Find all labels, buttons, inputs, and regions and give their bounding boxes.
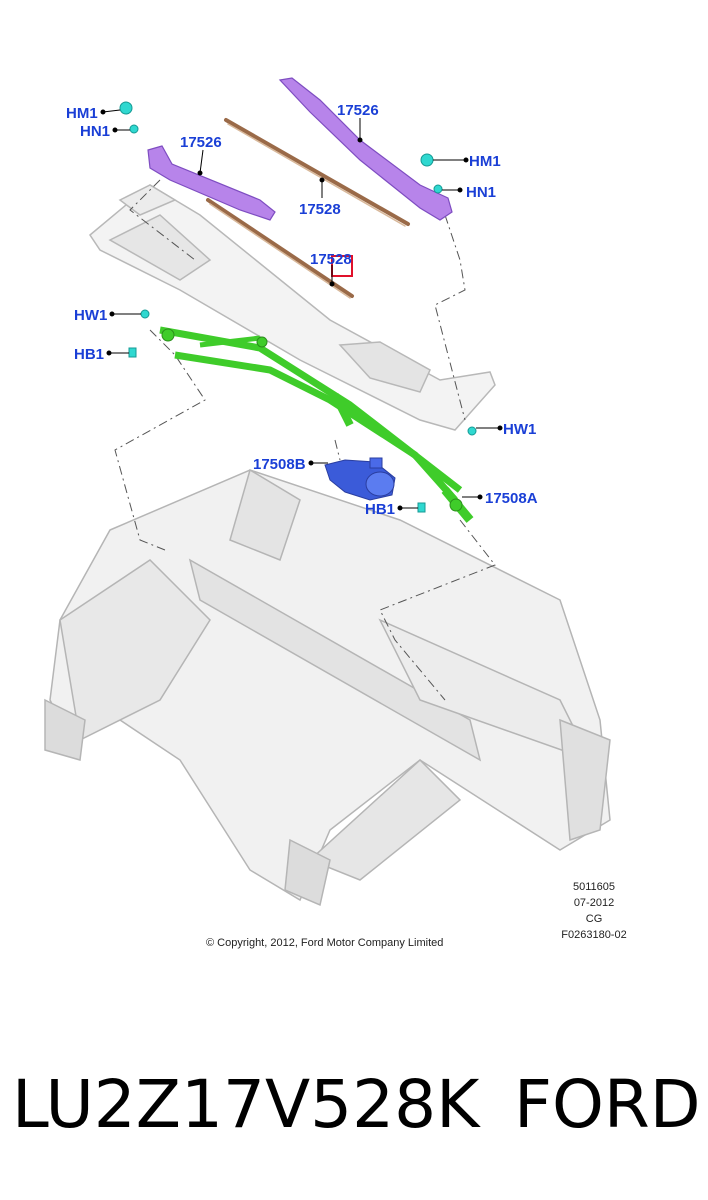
nut-icon xyxy=(433,184,443,194)
callout-hm1-left: HM1 xyxy=(66,105,98,122)
meta-line-1: 5011605 xyxy=(573,881,615,893)
bolt-icon xyxy=(128,347,137,358)
assembly-leader-lines xyxy=(114,179,496,701)
washer-icon xyxy=(467,426,477,436)
meta-line-4: F0263180-02 xyxy=(561,929,626,941)
wiper-arms xyxy=(147,77,453,221)
callout-hn1-right: HN1 xyxy=(466,184,496,201)
callout-hw1-left: HW1 xyxy=(74,307,107,324)
callout-wiper-blade-lower: 17528 xyxy=(310,251,352,268)
callout-hn1-left: HN1 xyxy=(80,123,110,140)
exploded-parts-diagram: HM1 HN1 17526 17526 17528 17528 HM1 HN1 … xyxy=(44,77,627,949)
callout-hm1-right: HM1 xyxy=(469,153,501,170)
brand-name: FORD xyxy=(514,1066,701,1143)
wiper-arm-right xyxy=(278,77,453,221)
wiper-blades xyxy=(206,118,410,299)
washer-icon xyxy=(140,309,150,319)
callout-hw1-right: HW1 xyxy=(503,421,536,438)
callout-hb1-left: HB1 xyxy=(74,346,104,363)
meta-line-3: CG xyxy=(586,913,603,925)
footer: LU2Z17V528K FORD xyxy=(0,1055,708,1165)
bolt-icon xyxy=(417,502,426,513)
part-number: LU2Z17V528K xyxy=(12,1066,480,1143)
nut-icon xyxy=(420,153,434,167)
wiper-blade-upper xyxy=(224,118,410,226)
nut-icon xyxy=(129,124,139,134)
wiper-arm-left xyxy=(147,145,276,221)
fasteners xyxy=(119,101,477,513)
cowl-panel xyxy=(89,184,496,431)
wiper-motor xyxy=(324,457,396,501)
callout-wiper-arm-left: 17526 xyxy=(180,134,222,151)
nut-icon xyxy=(119,101,133,115)
callout-wiper-linkage: 17508A xyxy=(485,490,538,507)
wiper-linkage xyxy=(159,326,474,523)
callout-leaders xyxy=(100,109,503,511)
wiper-blade-lower xyxy=(206,198,354,298)
copyright-notice: © Copyright, 2012, Ford Motor Company Li… xyxy=(206,937,443,949)
callout-hb1-right: HB1 xyxy=(365,501,395,518)
vehicle-body-structure xyxy=(44,468,611,907)
callout-wiper-arm-right: 17526 xyxy=(337,102,379,119)
callout-wiper-blade-upper: 17528 xyxy=(299,201,341,218)
callout-wiper-motor: 17508B xyxy=(253,456,306,473)
meta-line-2: 07-2012 xyxy=(574,897,614,909)
